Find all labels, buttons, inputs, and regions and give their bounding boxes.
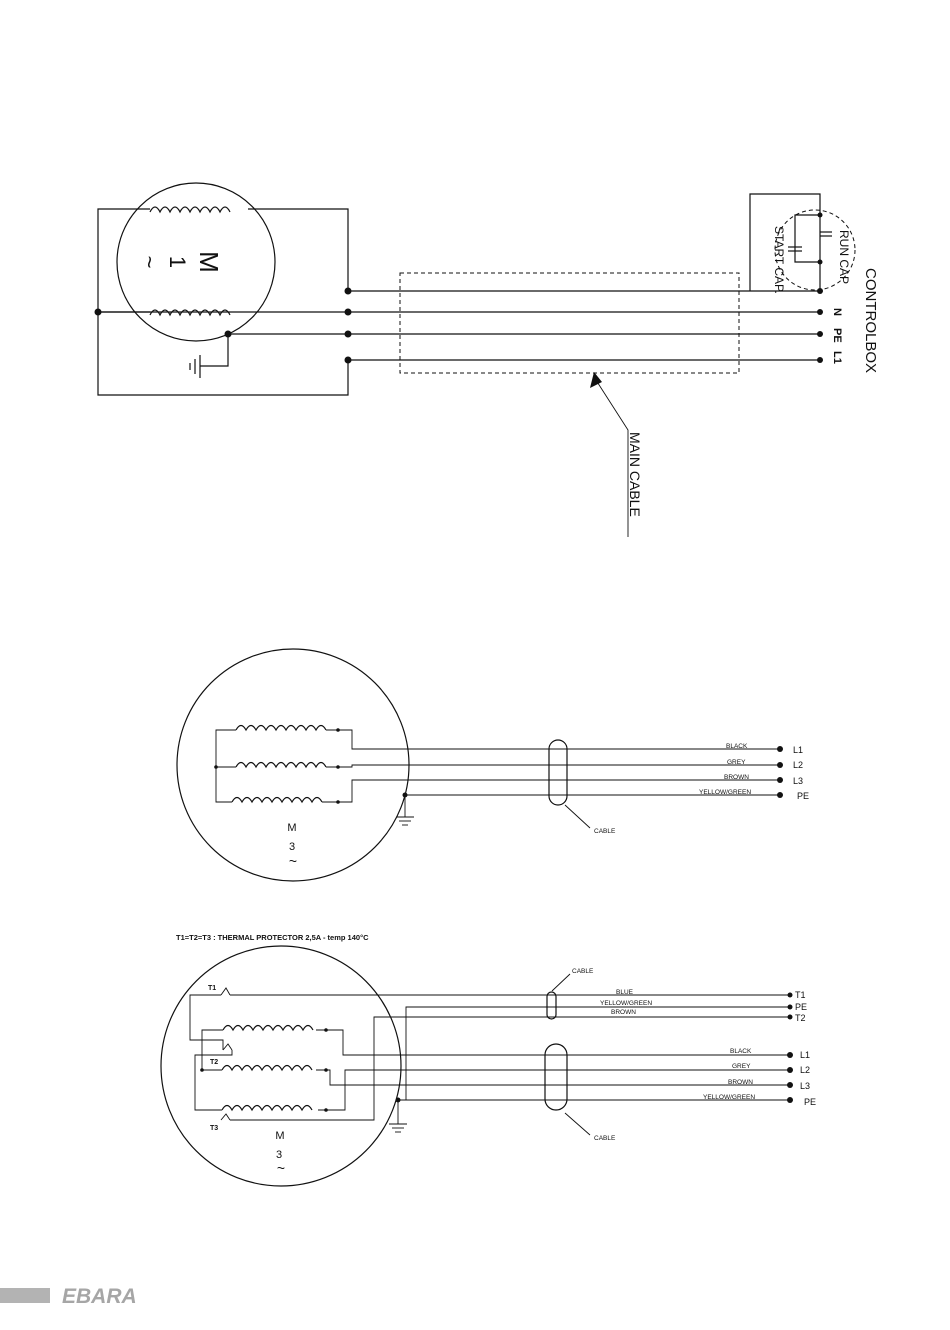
wire-color-brown: BROWN [724, 774, 749, 781]
wire-color-grey: GREY [727, 759, 746, 766]
ebara-logo: EBARA [62, 1285, 137, 1308]
thermal-switch-t1-icon [221, 988, 230, 995]
motor-label-m-3ph: M [287, 822, 296, 834]
terminal-pe-protector: PE [795, 1002, 807, 1012]
protector-t1-label: T1 [208, 985, 216, 992]
motor-phase-3ph: 3 [289, 841, 295, 853]
control-box-label: CONTROLBOX [862, 268, 879, 373]
protector-t3-label: T3 [210, 1125, 218, 1132]
three-phase-diagram: CABLE BLACK GREY BROWN YELLOW/GREEN L1 L… [177, 649, 809, 881]
run-cap-label: RUN CAP [837, 230, 851, 284]
footer-bar [0, 1288, 50, 1303]
terminal-l2-3ph: L2 [793, 760, 803, 770]
thermal-protector-diagram: T1=T2=T3 : THERMAL PROTECTOR 2,5A - temp… [161, 933, 816, 1186]
cable-sleeve-protector [547, 992, 556, 1019]
cable-label: CABLE [594, 828, 616, 835]
winding-top-icon [150, 207, 230, 212]
terminal-l2-thermal: L2 [800, 1065, 810, 1075]
thermal-switch-t2-icon [223, 1044, 232, 1050]
winding-b-icon [222, 1066, 312, 1071]
winding-3-icon [232, 798, 322, 803]
terminal-t2: T2 [795, 1013, 806, 1023]
motor-label-m-thermal: M [275, 1130, 284, 1142]
terminal-l3-3ph: L3 [793, 776, 803, 786]
wire-color-brown-protector: BROWN [611, 1009, 636, 1016]
thermal-switch-t3-icon [221, 1114, 230, 1120]
winding-2-icon [236, 763, 326, 768]
wire-color-brown-thermal: BROWN [728, 1079, 753, 1086]
terminal-pe-3ph: PE [797, 791, 809, 801]
wire-color-black-thermal: BLACK [730, 1048, 752, 1055]
motor-tilde-3ph: ~ [289, 853, 297, 869]
cable-label-bottom: CABLE [594, 1135, 616, 1142]
terminal-l3-thermal: L3 [800, 1081, 810, 1091]
terminal-l1: L1 [831, 351, 843, 364]
thermal-protector-title: T1=T2=T3 : THERMAL PROTECTOR 2,5A - temp… [176, 933, 369, 942]
footer: EBARA [0, 1285, 137, 1308]
winding-a-icon [223, 1026, 313, 1031]
terminal-pe: PE [831, 328, 843, 343]
wire-color-black: BLACK [726, 743, 748, 750]
terminal-n: N [831, 308, 843, 316]
start-cap-label: START CAP. [772, 226, 786, 294]
winding-1-icon [236, 726, 326, 731]
earth-icon [190, 355, 200, 378]
motor-phase-label: 1 [165, 256, 190, 268]
wire-color-yellow-green-protector: YELLOW/GREEN [600, 1000, 652, 1007]
terminal-l1-thermal: L1 [800, 1050, 810, 1060]
cable-label-top: CABLE [572, 968, 594, 975]
wire-color-blue: BLUE [616, 989, 634, 996]
wire-color-yellow-green: YELLOW/GREEN [699, 789, 751, 796]
terminal-l1-3ph: L1 [793, 745, 803, 755]
wire-color-yellow-green-thermal: YELLOW/GREEN [703, 1094, 755, 1101]
motor-label-m: M [194, 251, 224, 273]
main-cable-box [400, 273, 739, 373]
winding-c-icon [222, 1106, 312, 1111]
terminal-pe-thermal: PE [804, 1097, 816, 1107]
motor-tilde: ~ [137, 256, 162, 269]
single-phase-diagram: M 1 ~ [95, 183, 880, 537]
main-cable-label: MAIN CABLE [627, 432, 643, 517]
wire-color-grey-thermal: GREY [732, 1063, 751, 1070]
protector-t2-label: T2 [210, 1059, 218, 1066]
terminal-t1: T1 [795, 990, 806, 1000]
motor-tilde-thermal: ~ [277, 1160, 285, 1176]
